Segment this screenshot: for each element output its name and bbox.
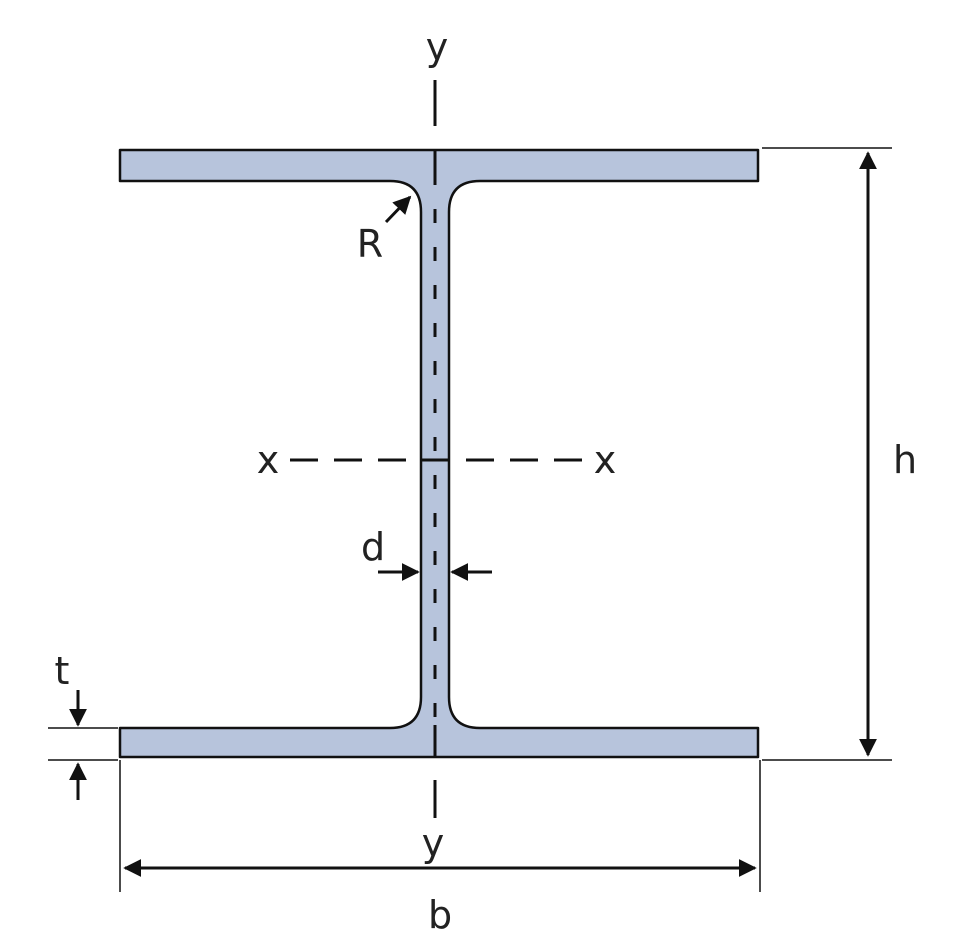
i-beam-profile bbox=[118, 148, 760, 759]
label-y-top: y bbox=[426, 25, 449, 69]
radius-pointer-arrow bbox=[384, 195, 412, 224]
label-y-bottom: y bbox=[422, 821, 445, 865]
label-flange-thickness: t bbox=[55, 649, 70, 693]
label-height: h bbox=[893, 438, 917, 482]
label-web-thickness: d bbox=[361, 525, 385, 569]
width-extension-lines bbox=[119, 760, 761, 892]
label-x-right: x bbox=[594, 438, 617, 482]
label-radius: R bbox=[357, 222, 383, 266]
height-extension-lines bbox=[762, 147, 892, 761]
flange-thickness-dimension bbox=[48, 727, 118, 761]
label-x-left: x bbox=[257, 438, 280, 482]
label-width: b bbox=[428, 893, 452, 937]
